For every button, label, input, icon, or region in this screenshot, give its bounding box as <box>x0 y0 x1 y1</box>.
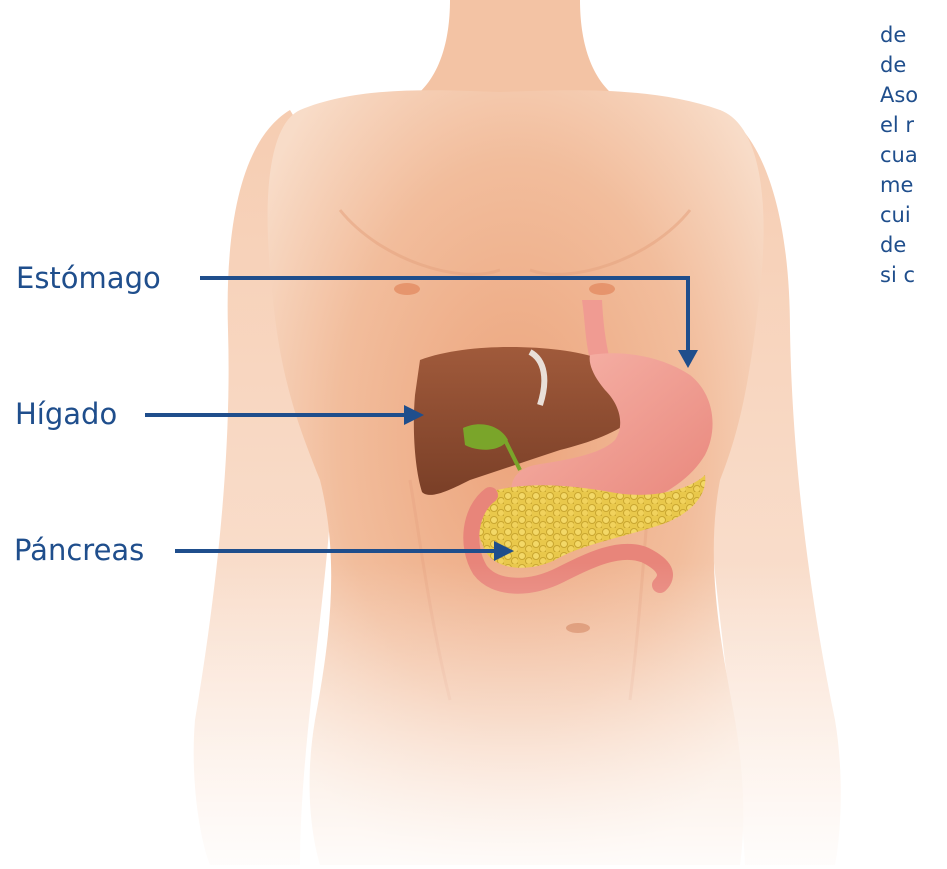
label-stomach: Estómago <box>16 264 161 293</box>
side-line: de <box>880 50 947 80</box>
side-line: si c <box>880 260 947 290</box>
side-line: cua <box>880 140 947 170</box>
label-pancreas: Páncreas <box>14 536 144 565</box>
side-line: me <box>880 170 947 200</box>
side-line: Aso <box>880 80 947 110</box>
side-paragraph-truncated: de de Aso el r cua me cui de si c <box>880 20 947 290</box>
side-line: de <box>880 230 947 260</box>
label-liver: Hígado <box>15 400 117 429</box>
side-line: el r <box>880 110 947 140</box>
side-line: de <box>880 20 947 50</box>
side-line: cui <box>880 200 947 230</box>
